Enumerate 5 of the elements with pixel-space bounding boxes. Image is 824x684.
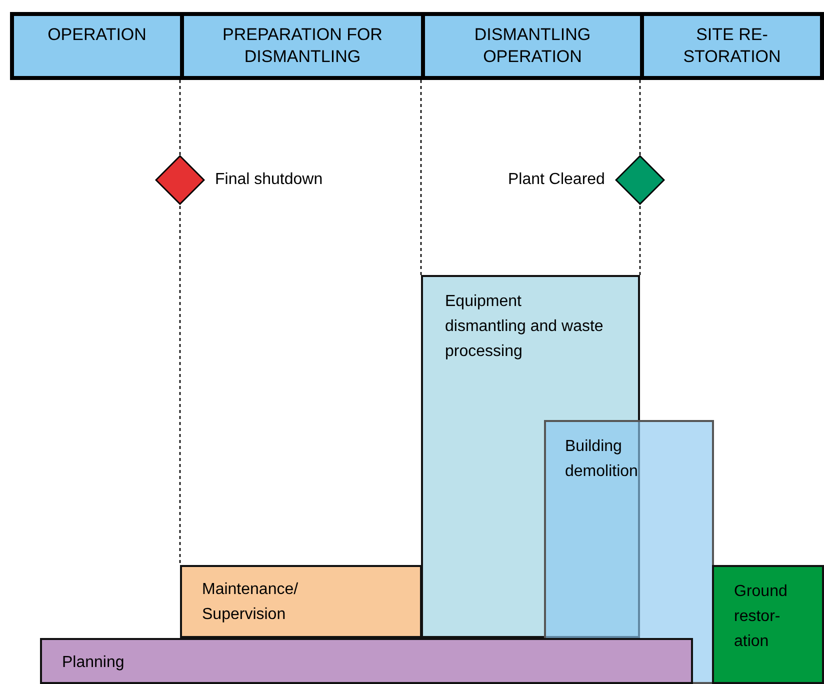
task-bar: Maintenance/ Supervision [180,565,422,638]
milestone-label: Final shutdown [215,171,323,189]
task-bar: Ground restor- ation [712,565,824,684]
milestone-label: Plant Cleared [508,171,605,189]
task-bar: Planning [40,638,693,684]
